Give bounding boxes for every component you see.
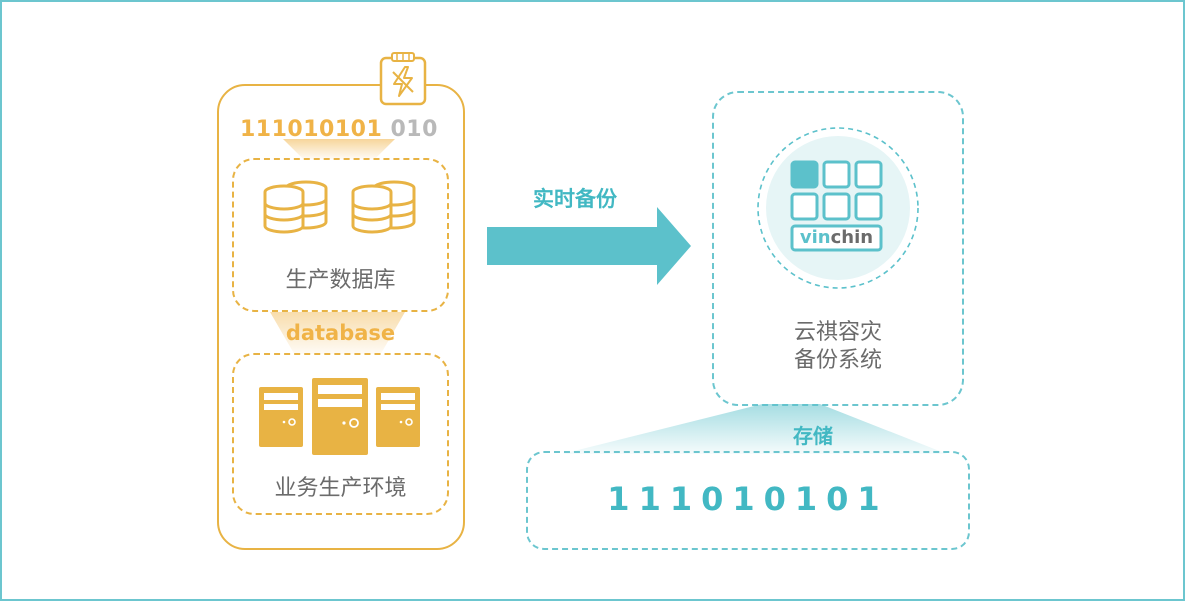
business-env-box (232, 353, 449, 515)
storage-box (526, 451, 970, 550)
system-name-line2: 备份系统 (793, 348, 882, 373)
database-word: database (285, 321, 396, 345)
server-tower-icon (259, 387, 303, 447)
binary-highlight: 111010101 (240, 117, 383, 142)
data-flow-glow-mid (270, 312, 405, 354)
logo-text-chin: chin (830, 227, 874, 248)
logo-text-vin: vin (799, 227, 831, 248)
source-card (217, 84, 465, 550)
server-tower-icon (312, 378, 368, 455)
business-env-label: 业务生产环境 (274, 476, 407, 501)
realtime-backup-label: 实时备份 (533, 187, 617, 211)
binary-dim: 010 (390, 117, 438, 142)
server-tower-icon (376, 387, 420, 447)
storage-label: 存储 (793, 424, 833, 448)
vinchin-logo-icon (756, 126, 920, 290)
system-name-line1: 云祺容灾 (793, 320, 882, 345)
production-db-box (232, 158, 449, 312)
backup-system-box (712, 91, 964, 406)
database-stack-icon (350, 178, 418, 238)
storage-binary: 111010101 (607, 480, 889, 518)
production-db-label: 生产数据库 (285, 268, 396, 293)
arrow-right-icon (487, 207, 691, 285)
vinchin-logo-text: vinchin (792, 226, 881, 250)
source-binary: 111010101 010 (240, 117, 438, 142)
data-flow-glow-top (283, 139, 395, 159)
battery-bolt-icon (379, 52, 427, 106)
database-stack-icon (262, 178, 330, 238)
